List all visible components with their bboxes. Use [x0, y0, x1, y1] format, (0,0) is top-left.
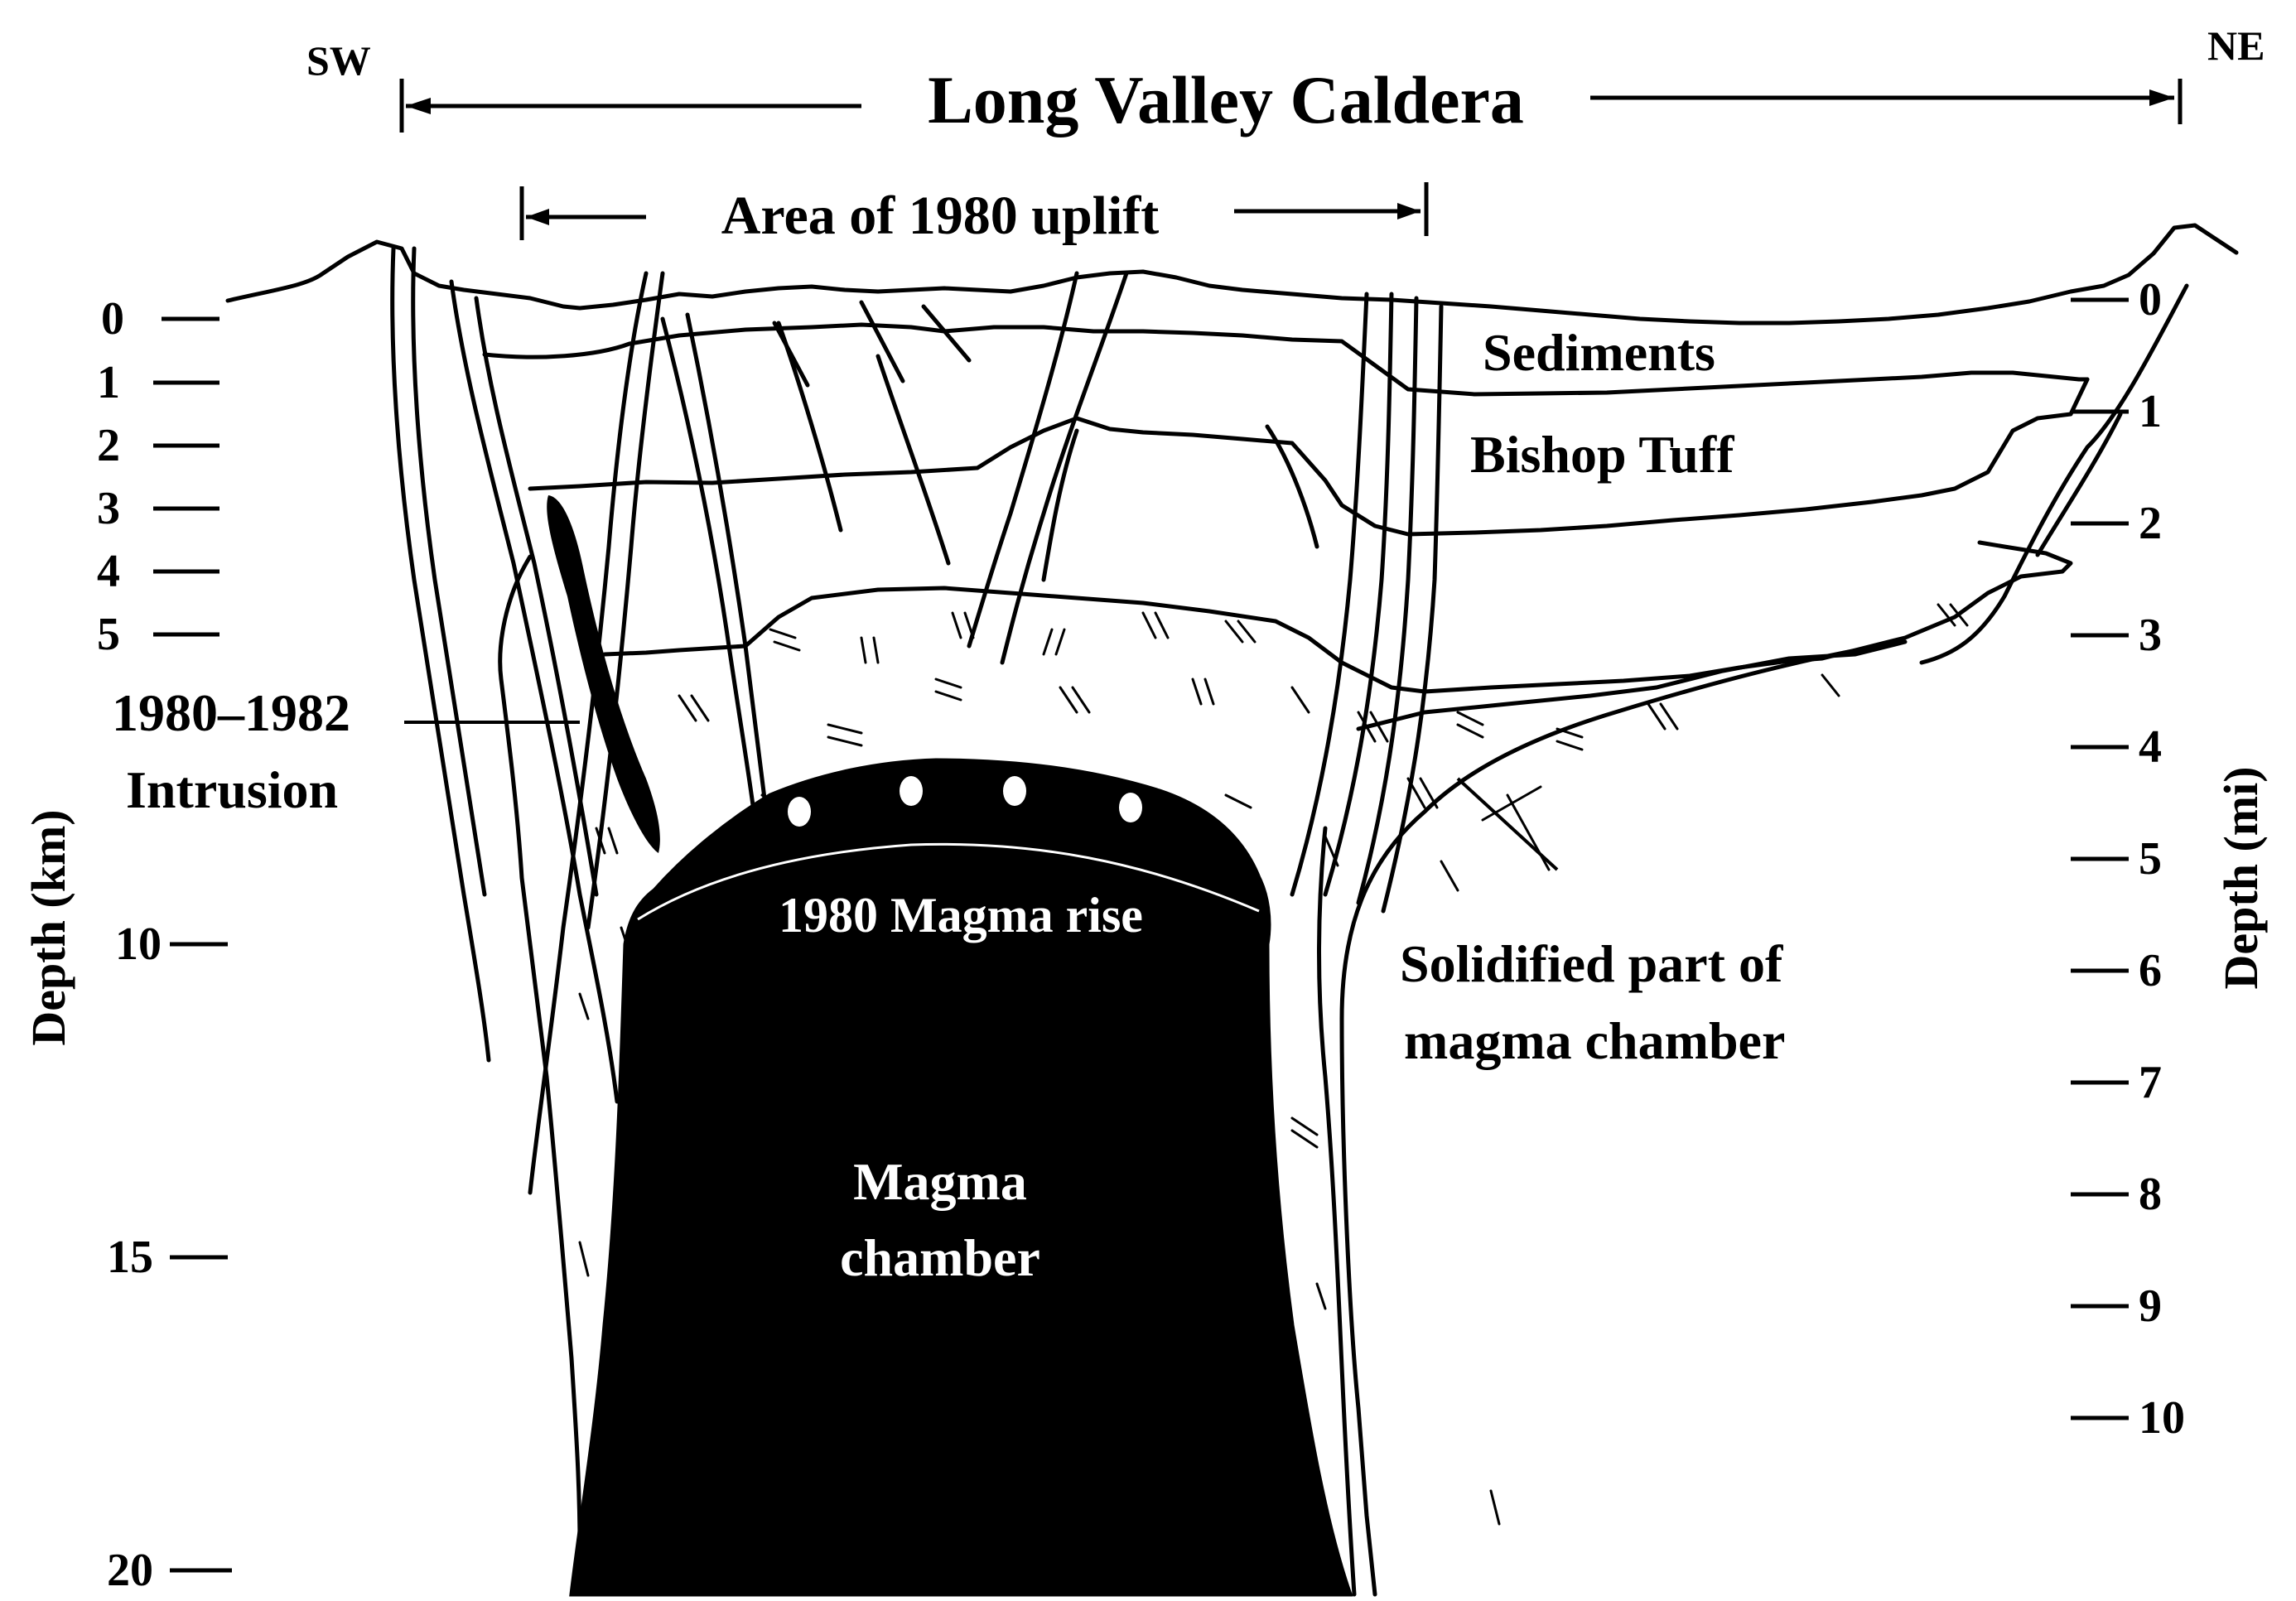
right-tick-2: 2 — [2139, 498, 2162, 549]
caldera-title: Long Valley Caldera — [928, 62, 1524, 137]
right-tick-6: 6 — [2139, 945, 2162, 996]
magma-rise-label: 1980 Magma rise — [779, 888, 1143, 943]
left-tick-20: 20 — [107, 1545, 153, 1596]
left-tick-15: 15 — [107, 1232, 153, 1283]
sediments-label: Sediments — [1483, 323, 1715, 382]
sw-label: SW — [306, 37, 371, 84]
ne-caldera-wall — [1922, 286, 2187, 663]
left-tick-5: 5 — [97, 609, 120, 660]
ne-ring-fault-a — [1292, 294, 1367, 895]
left-tick-3: 3 — [97, 483, 120, 534]
left-tick-2: 2 — [97, 420, 120, 471]
left-tick-1: 1 — [97, 357, 120, 408]
left-tick-10: 10 — [115, 919, 162, 970]
lower-layer-boundary — [605, 543, 2071, 692]
right-tick-10: 10 — [2139, 1392, 2185, 1444]
right-tick-5: 5 — [2139, 833, 2162, 885]
right-tick-9: 9 — [2139, 1280, 2162, 1332]
right-tick-7: 7 — [2139, 1057, 2162, 1108]
uplift-title: Area of 1980 uplift — [721, 186, 1160, 246]
ne-caldera-wall-b — [2038, 414, 2120, 555]
ne-label: NE — [2207, 22, 2265, 69]
right-tick-8: 8 — [2139, 1169, 2162, 1220]
intrusion-label-line2: Intrusion — [126, 760, 338, 819]
solidified-label-line1: Solidified part of — [1400, 934, 1783, 993]
left-axis-ticks: 0 1 2 3 4 5 10 15 20 — [97, 293, 162, 1596]
ground-surface — [228, 225, 2236, 323]
right-tick-1: 1 — [2139, 386, 2162, 437]
right-tick-3: 3 — [2139, 610, 2162, 661]
magma-chamber-label-line1: Magma — [853, 1152, 1027, 1211]
left-depth-axis — [153, 319, 232, 1570]
ring-fault-sw-d-b — [687, 315, 766, 812]
right-tick-0: 0 — [2139, 274, 2162, 326]
sw-wall — [500, 557, 580, 1549]
right-axis-label: Depth (mi) — [2214, 766, 2268, 989]
left-tick-4: 4 — [97, 546, 120, 597]
left-tick-0: 0 — [101, 293, 124, 345]
right-axis-ticks: 0 1 2 3 4 5 6 7 8 9 10 — [2139, 274, 2185, 1444]
ring-fault-sw-d — [663, 319, 754, 812]
ring-fault-sw-outer — [393, 248, 489, 1060]
right-depth-axis — [2071, 300, 2129, 1418]
left-axis-label: Depth (km) — [22, 809, 75, 1045]
sediments-base — [485, 325, 2087, 394]
bishop-tuff-label: Bishop Tuff — [1470, 425, 1734, 484]
solidified-leader — [1458, 779, 1557, 870]
solidified-lobe-outline — [1342, 642, 1905, 1594]
right-tick-4: 4 — [2139, 721, 2162, 773]
intrusion-label-line1: 1980–1982 — [112, 683, 350, 742]
solidified-label-line2: magma chamber — [1404, 1011, 1785, 1070]
magma-chamber-label-line2: chamber — [840, 1228, 1040, 1287]
